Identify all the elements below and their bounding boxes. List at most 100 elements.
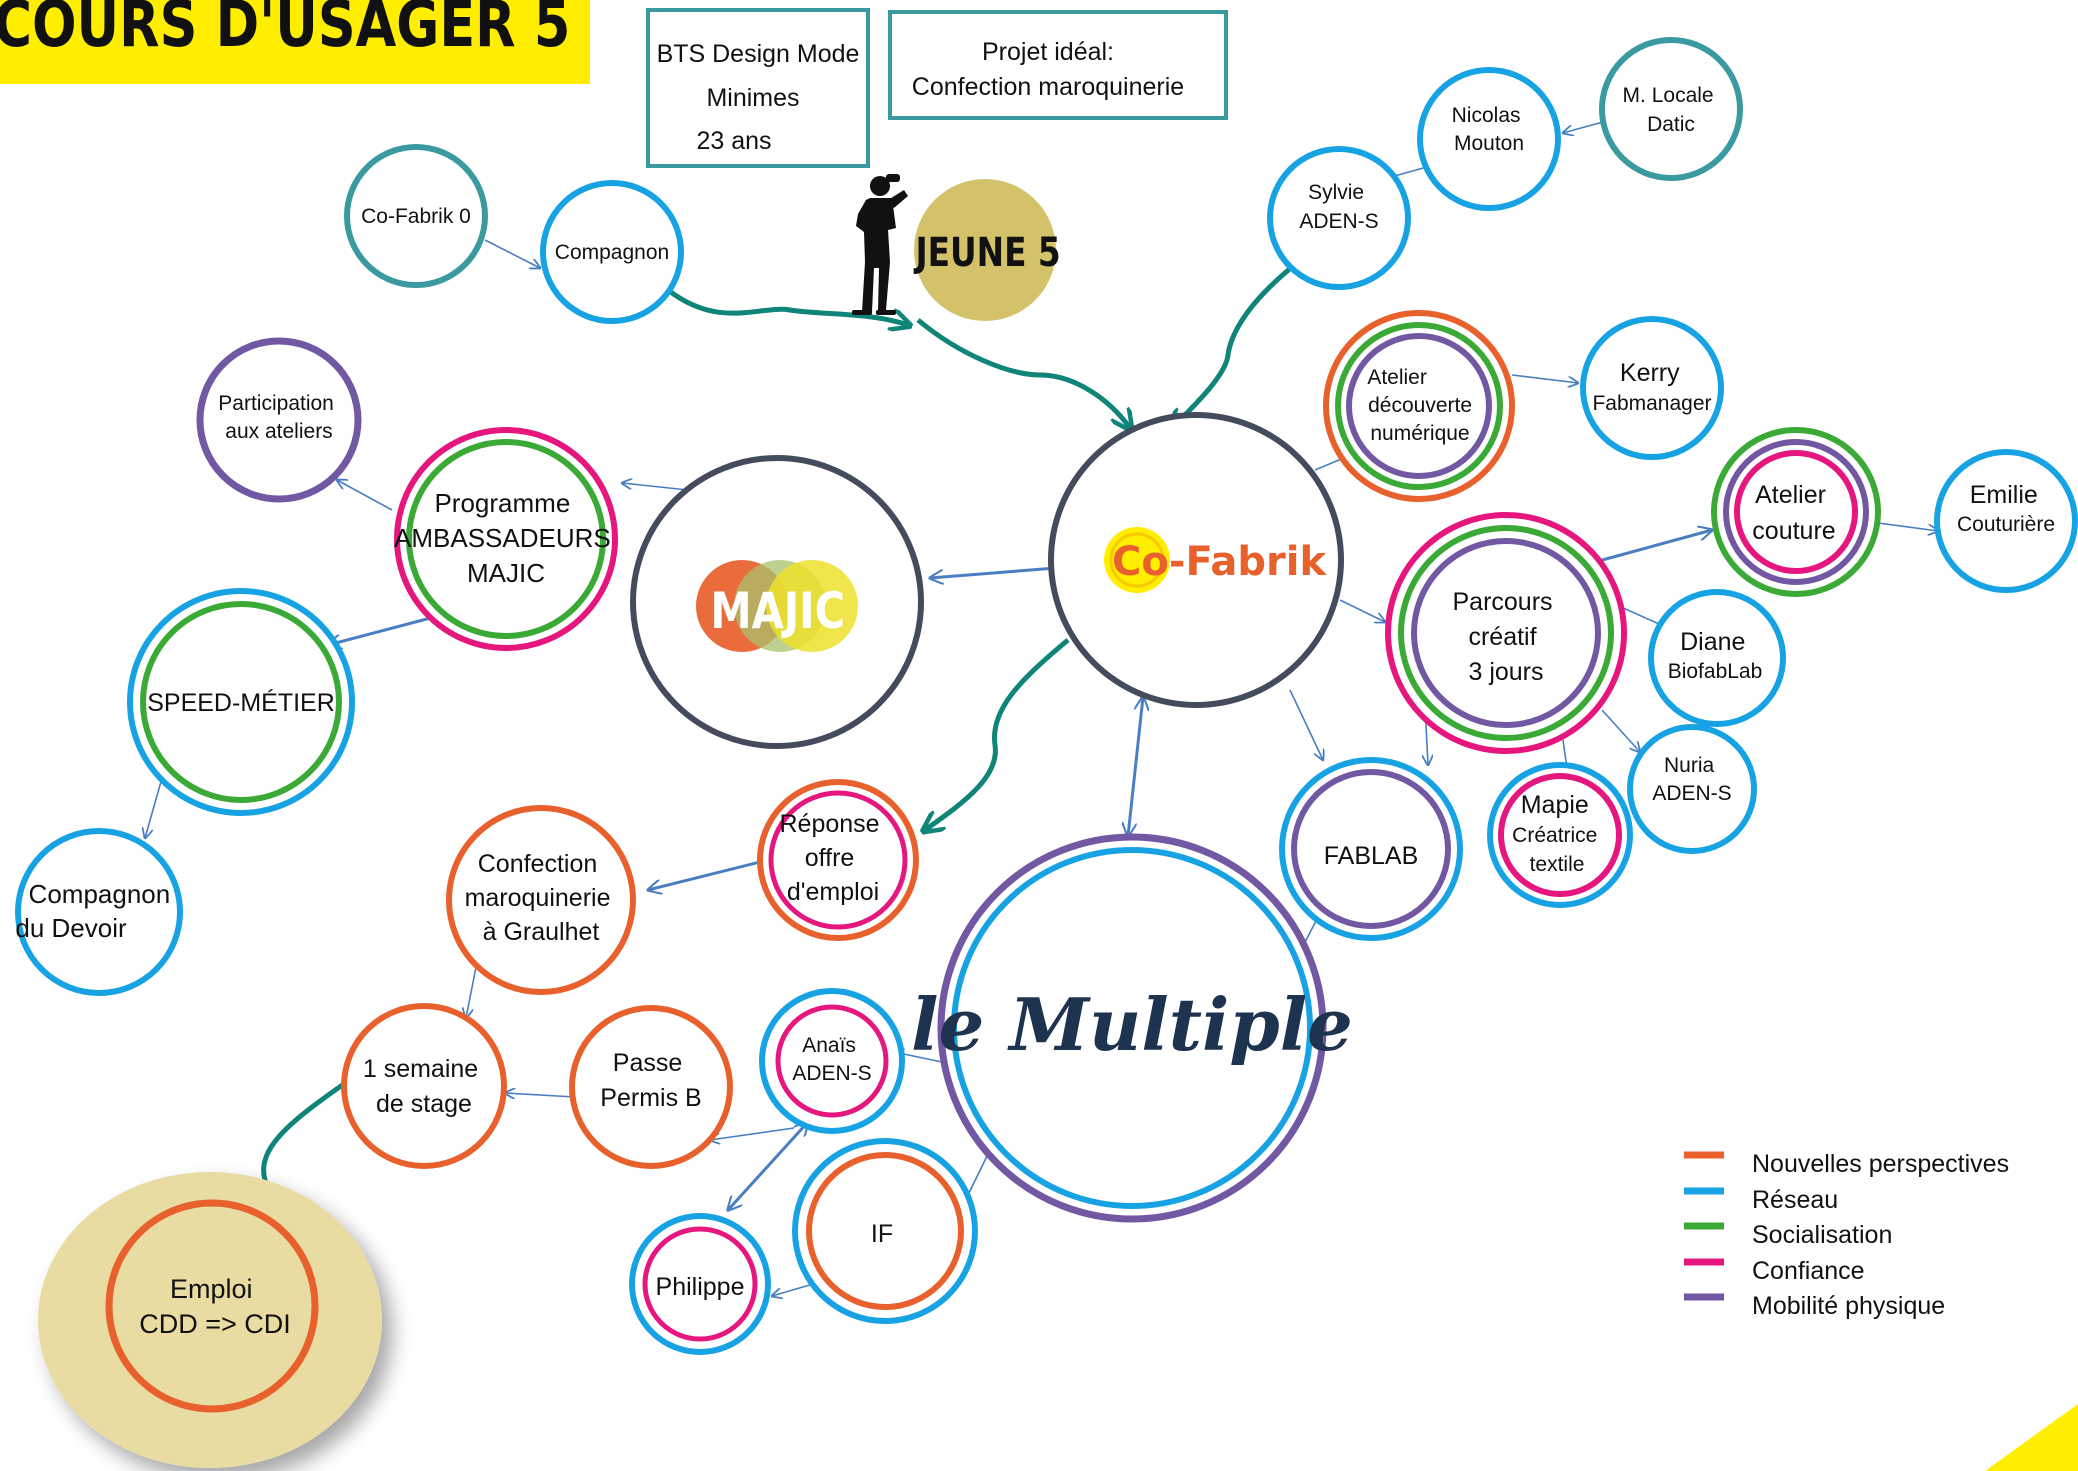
- node-atelier-numerique: Atelier découverte numérique: [1323, 310, 1515, 502]
- node-atelier-couture: Atelier couture: [1711, 427, 1881, 597]
- project-line-2: Confection maroquinerie: [912, 73, 1184, 101]
- header: COURS D'USAGER 5 BTS Design Mode Minimes…: [0, 0, 1228, 321]
- svg-text:Compagnon du Devoir: Compagnon du Devoir: [15, 879, 177, 943]
- svg-text:SPEED-MÉTIER: SPEED-MÉTIER: [147, 688, 335, 717]
- legend-label-socialisation: Socialisation: [1752, 1221, 1892, 1249]
- cofabrik-logo: Co-Fabrik: [1104, 527, 1327, 593]
- info-line-1: BTS Design Mode: [657, 40, 860, 68]
- arrow-ambassadeurs-to-participation: [337, 480, 393, 511]
- arrow-majic-to-ambassadeurs: [622, 483, 689, 491]
- node-anais: Anaïs ADEN-S: [759, 988, 905, 1134]
- node-fablab: FABLAB: [1279, 757, 1463, 941]
- arrow-confection-to-stage: [466, 961, 478, 1018]
- node-ambassadeurs: Programme AMBASSADEURS MAJIC: [394, 427, 618, 651]
- node-permis: Passe Permis B: [569, 1005, 733, 1169]
- legend-label-nouvelles-perspectives: Nouvelles perspectives: [1752, 1150, 2009, 1178]
- node-nicolas: Nicolas Mouton: [1417, 67, 1561, 211]
- node-emilie: Emilie Couturière: [1934, 449, 2078, 593]
- person-drinking-icon: [852, 174, 908, 315]
- info-line-3: 23 ans: [696, 127, 771, 155]
- node-confection: Confection maroquinerie à Graulhet: [446, 805, 636, 995]
- node-speed-metier: SPEED-MÉTIER: [127, 588, 355, 816]
- curve-jeune-to-cofabrik: [916, 318, 1130, 428]
- curve-sylvie-to-cofabrik: [1172, 265, 1294, 428]
- node-parcours-creatif: Parcours créatif 3 jours: [1385, 512, 1627, 754]
- hub-cofabrik: Co-Fabrik: [1048, 412, 1344, 708]
- svg-text:Co-Fabrik: Co-Fabrik: [1112, 539, 1327, 585]
- node-participation: Participation aux ateliers: [196, 337, 362, 503]
- hub-majic: MAJIC: [630, 455, 924, 749]
- arrow-anais-philippe-bidirectional: [728, 1122, 808, 1210]
- svg-text:Programme AMBASSADEURS: Programme AMBASSADEURS MAJIC: [394, 488, 618, 588]
- svg-text:Compagnon: Compagnon: [555, 241, 669, 264]
- curve-cofabrik-to-reponse: [925, 638, 1070, 830]
- svg-text:IF: IF: [871, 1220, 893, 1248]
- svg-text:M. Locale Datic: M. Locale Datic: [1623, 84, 1720, 136]
- curve-compagnon-to-jeune: [666, 288, 908, 325]
- arrow-cofabrik-to-majic: [930, 566, 1057, 578]
- legend-label-mobilite-physique: Mobilité physique: [1752, 1292, 1945, 1320]
- arrow-atelier-couture-to-emilie: [1877, 522, 1938, 531]
- node-compagnon-devoir: Compagnon du Devoir: [15, 828, 183, 996]
- line-multiple-to-if: [967, 1149, 991, 1196]
- arrow-speed-to-compagnon-devoir: [145, 777, 163, 838]
- arrow-cofabrik-multiple-bidirectional: [1128, 697, 1143, 836]
- title-banner: [0, 0, 590, 84]
- svg-text:Kerry Fabmanager: Kerry Fabmanager: [1592, 359, 1711, 415]
- svg-text:Diane BiofabLab: Diane BiofabLab: [1668, 628, 1763, 683]
- svg-text:Emilie Couturière: Emilie Couturière: [1957, 481, 2055, 536]
- node-stage: 1 semaine de stage: [341, 1003, 507, 1169]
- info-box: [646, 8, 870, 168]
- cofabrik-name: Fabrik: [1185, 539, 1327, 585]
- node-reponse-offre: Réponse offre d'emploi: [757, 779, 919, 941]
- svg-text:Atelier couture: Atelier couture: [1752, 481, 1835, 545]
- project-box: [888, 10, 1228, 120]
- node-mapie: Mapie Créatrice textile: [1487, 762, 1633, 908]
- svg-text:1 semaine de stage: 1 semaine de stage: [363, 1055, 485, 1118]
- arrow-reponse-to-confection: [648, 858, 769, 890]
- svg-text:Passe Permis B: Passe Permis B: [600, 1049, 701, 1112]
- arrow-parcours-to-atelier-couture: [1594, 530, 1712, 564]
- arrow-anais-to-permis: [710, 1127, 795, 1140]
- svg-text:Parcours créatif 3: Parcours créatif 3 jours: [1453, 588, 1560, 686]
- majic-logo: MAJIC: [696, 560, 858, 652]
- node-if: IF: [792, 1138, 978, 1324]
- svg-text:Anaïs ADEN-S: Anaïs ADEN-S: [792, 1034, 871, 1085]
- svg-text:Participation aux atelie: Participation aux ateliers: [218, 392, 339, 443]
- node-cofabrik-0: Co-Fabrik 0: [344, 144, 488, 288]
- arrow-atelier-numerique-to-kerry: [1511, 374, 1578, 383]
- node-diane: Diane BiofabLab: [1648, 589, 1786, 727]
- arrow-cofabrik-to-fablab: [1289, 689, 1323, 760]
- svg-text:Mapie Créatrice te: Mapie Créatrice textile: [1512, 791, 1602, 876]
- node-mlocale: M. Locale Datic: [1599, 37, 1743, 181]
- jeune-badge: [914, 179, 1056, 321]
- arrow-cofabrik0-to-compagnon: [484, 239, 540, 268]
- le-multiple-logo-text: le Multiple: [911, 982, 1353, 1067]
- node-nuria: Nuria ADEN-S: [1627, 724, 1757, 854]
- node-kerry: Kerry Fabmanager: [1580, 316, 1724, 460]
- jeune-badge-label: JEUNE 5: [913, 229, 1061, 276]
- node-philippe: Philippe: [629, 1213, 771, 1355]
- arrow-permis-to-stage: [505, 1093, 576, 1097]
- node-emploi: Emploi CDD => CDI: [38, 1172, 382, 1468]
- svg-text:Confection maroquinerie: Confection maroquinerie à Graulhet: [465, 850, 618, 946]
- arrow-parcours-to-nuria: [1601, 709, 1640, 752]
- svg-text:Philippe: Philippe: [656, 1273, 745, 1301]
- svg-text:Nicolas Mouton: Nicolas Mouton: [1452, 104, 1527, 155]
- majic-logo-text: MAJIC: [710, 581, 845, 640]
- node-compagnon: Compagnon: [540, 180, 684, 324]
- info-line-2: Minimes: [706, 84, 799, 112]
- cofabrik-prefix: Co-: [1112, 539, 1185, 585]
- svg-text:Réponse offre d'em: Réponse offre d'emploi: [779, 810, 886, 906]
- legend-label-confiance: Confiance: [1752, 1257, 1865, 1285]
- legend: Nouvelles perspectives Réseau Socialisat…: [1684, 1150, 2009, 1320]
- page-title: COURS D'USAGER 5: [0, 0, 570, 61]
- svg-text:Sylvie ADEN-S: Sylvie ADEN-S: [1299, 181, 1378, 233]
- svg-text:Emploi CDD => CDI: Emploi CDD => CDI: [139, 1274, 291, 1339]
- hub-le-multiple: le Multiple: [911, 833, 1353, 1223]
- project-line-1: Projet idéal:: [982, 38, 1114, 66]
- arrow-ambassadeurs-to-speed: [328, 613, 443, 645]
- svg-text:Co-Fabrik 0: Co-Fabrik 0: [361, 205, 471, 228]
- arrow-cofabrik-to-parcours: [1339, 599, 1385, 622]
